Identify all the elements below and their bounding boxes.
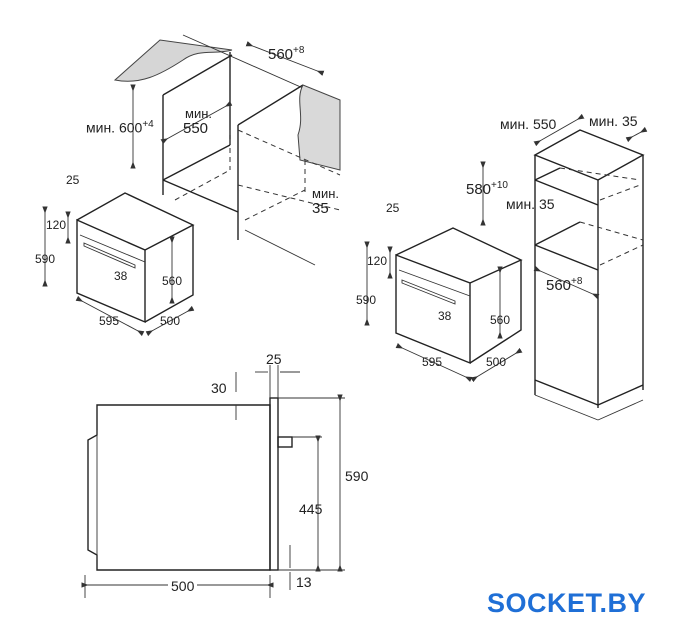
niche-height-label: мин. 600+4	[86, 119, 154, 136]
side-590-label: 590	[345, 468, 369, 484]
gap-label: 35	[312, 200, 329, 217]
niche-depth-label: 550	[183, 120, 209, 137]
oven1-120-label: 120	[46, 218, 67, 232]
side-445-label: 445	[299, 501, 323, 517]
oven2-560-label: 560	[490, 313, 511, 327]
side-13-label: 13	[296, 574, 312, 590]
oven2-38-label: 38	[438, 309, 452, 323]
oven2-500-label: 500	[486, 355, 507, 369]
oven-side-view	[81, 365, 345, 598]
oven2-120-label: 120	[367, 254, 388, 268]
side-30-label: 30	[211, 380, 227, 396]
oven1-590-label: 590	[35, 252, 56, 266]
niche-depth-prefix: мин.	[185, 106, 212, 121]
niche-width-label: 560+8	[268, 45, 305, 63]
oven-iso-right	[364, 161, 523, 383]
tall-height-label: 580+10	[466, 180, 508, 198]
side-25-label: 25	[266, 351, 282, 367]
tall-width-label: 560+8	[546, 276, 583, 294]
oven1-38-label: 38	[114, 269, 128, 283]
oven1-25-label: 25	[66, 173, 80, 187]
tall-gap-mid-label: мин. 35	[506, 196, 555, 212]
tall-cabinet	[533, 113, 648, 421]
oven2-590-label: 590	[356, 293, 377, 307]
tall-depth-label: мин. 550	[500, 116, 557, 132]
oven1-595-label: 595	[99, 314, 120, 328]
brand-logo: SOCKET.BY	[487, 588, 647, 618]
side-500-label: 500	[168, 579, 198, 593]
gap-prefix: мин.	[312, 186, 339, 201]
tall-gap-top-label: мин. 35	[589, 113, 638, 129]
oven1-560-label: 560	[162, 274, 183, 288]
oven2-25-label: 25	[386, 201, 400, 215]
undercounter-niche	[113, 34, 341, 266]
oven2-595-label: 595	[422, 355, 443, 369]
oven-iso-left	[42, 192, 195, 337]
oven1-500-label: 500	[160, 314, 181, 328]
